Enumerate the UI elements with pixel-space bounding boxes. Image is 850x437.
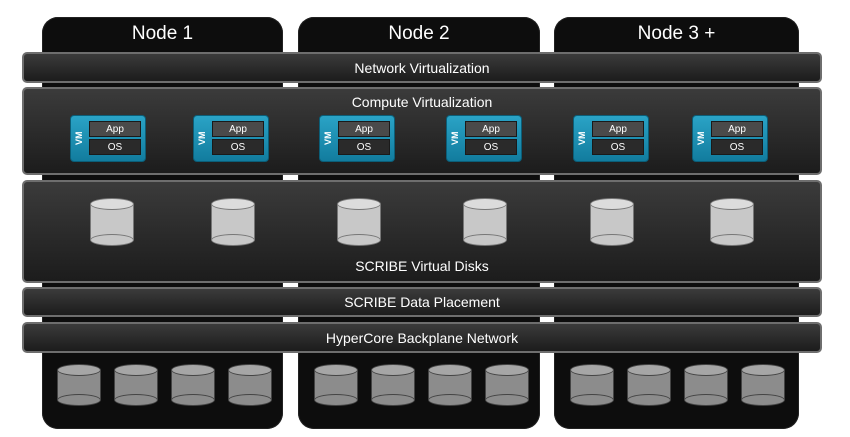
vm-os-label: OS	[338, 139, 390, 155]
vm-tag: VM	[450, 131, 460, 146]
physical-disk-icon	[428, 364, 472, 406]
vm-os-label: OS	[465, 139, 517, 155]
scribe-data-placement-layer: SCRIBE Data Placement	[22, 287, 822, 317]
scribe-virtual-disks-layer: SCRIBE Virtual Disks	[22, 180, 822, 283]
virtual-disk-icon	[90, 198, 134, 246]
vm-tag: VM	[696, 131, 706, 146]
vm-os-label: OS	[592, 139, 644, 155]
network-virtualization-layer: Network Virtualization	[22, 52, 822, 83]
virtual-disk-icon	[590, 198, 634, 246]
scribe-data-placement-label: SCRIBE Data Placement	[344, 294, 500, 310]
virtual-disk-icon	[710, 198, 754, 246]
vm-app-label: App	[212, 121, 264, 137]
vm-app-label: App	[592, 121, 644, 137]
node-1-title: Node 1	[131, 23, 194, 44]
physical-disk-icon	[627, 364, 671, 406]
scribe-virtual-disks-label: SCRIBE Virtual Disks	[355, 258, 489, 274]
node-2-title: Node 2	[388, 23, 450, 44]
vm-tag: VM	[577, 131, 587, 146]
physical-disk-icon	[741, 364, 785, 406]
physical-disk-icon	[570, 364, 614, 406]
virtual-disk-icon	[337, 198, 381, 246]
vm-tag: VM	[197, 131, 207, 146]
node-3-title: Node 3 +	[637, 23, 716, 44]
hypercore-backplane-network-label: HyperCore Backplane Network	[325, 330, 519, 346]
physical-disk-icon	[314, 364, 358, 406]
physical-disk-icon	[114, 364, 158, 406]
physical-disk-icon	[228, 364, 272, 406]
virtual-disk-icon	[463, 198, 507, 246]
network-virtualization-label: Network Virtualization	[354, 60, 490, 76]
vm-app-label: App	[338, 121, 390, 137]
virtual-disk-icon	[211, 198, 255, 246]
vm-app-label: App	[465, 121, 517, 137]
vm-app-label: App	[89, 121, 141, 137]
physical-disk-icon	[684, 364, 728, 406]
vm-os-label: OS	[89, 139, 141, 155]
physical-disk-icon	[57, 364, 101, 406]
vm-app-label: App	[711, 121, 763, 137]
physical-disk-icon	[485, 364, 529, 406]
physical-disk-icon	[171, 364, 215, 406]
physical-disk-icon	[371, 364, 415, 406]
vm-os-label: OS	[212, 139, 264, 155]
vm-tag: VM	[323, 131, 333, 146]
compute-virtualization-label: Compute Virtualization	[351, 94, 493, 110]
vm-tag: VM	[74, 131, 84, 146]
vm-os-label: OS	[711, 139, 763, 155]
hypercore-backplane-network-layer: HyperCore Backplane Network	[22, 322, 822, 353]
compute-virtualization-layer: Compute Virtualization	[22, 87, 822, 175]
